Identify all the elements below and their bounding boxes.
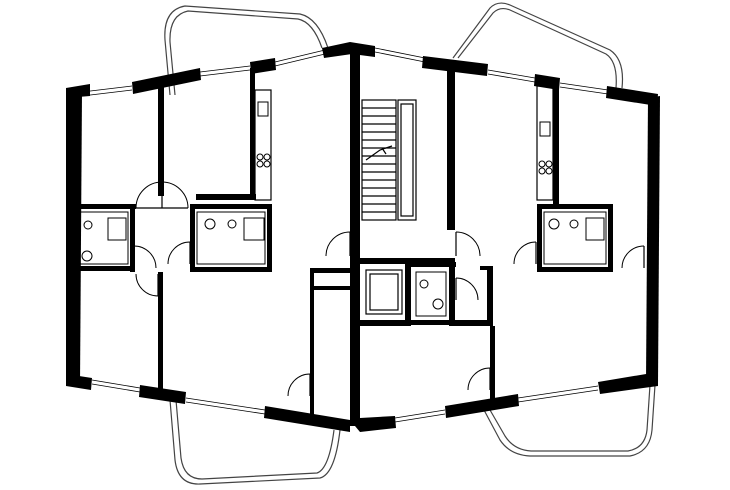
balcony-bottom-right [483,384,656,457]
doors [133,181,645,397]
windows [81,47,609,423]
balconies [164,2,656,485]
elevator [365,269,403,315]
kitchen-right [536,85,554,201]
balcony-top-right [452,2,624,89]
exterior-walls [66,42,660,432]
staircase [361,99,417,221]
balcony-bottom-left-inner [175,399,335,480]
balcony-top-left [164,5,329,96]
balcony-top-left-inner [169,10,323,96]
bathroom-fixtures [79,211,607,317]
balcony-bottom-right-inner [489,384,651,452]
balcony-top-right-inner [457,7,617,89]
interior-walls [72,68,613,416]
balcony-bottom-left [169,399,341,485]
kitchen-left [254,89,272,201]
